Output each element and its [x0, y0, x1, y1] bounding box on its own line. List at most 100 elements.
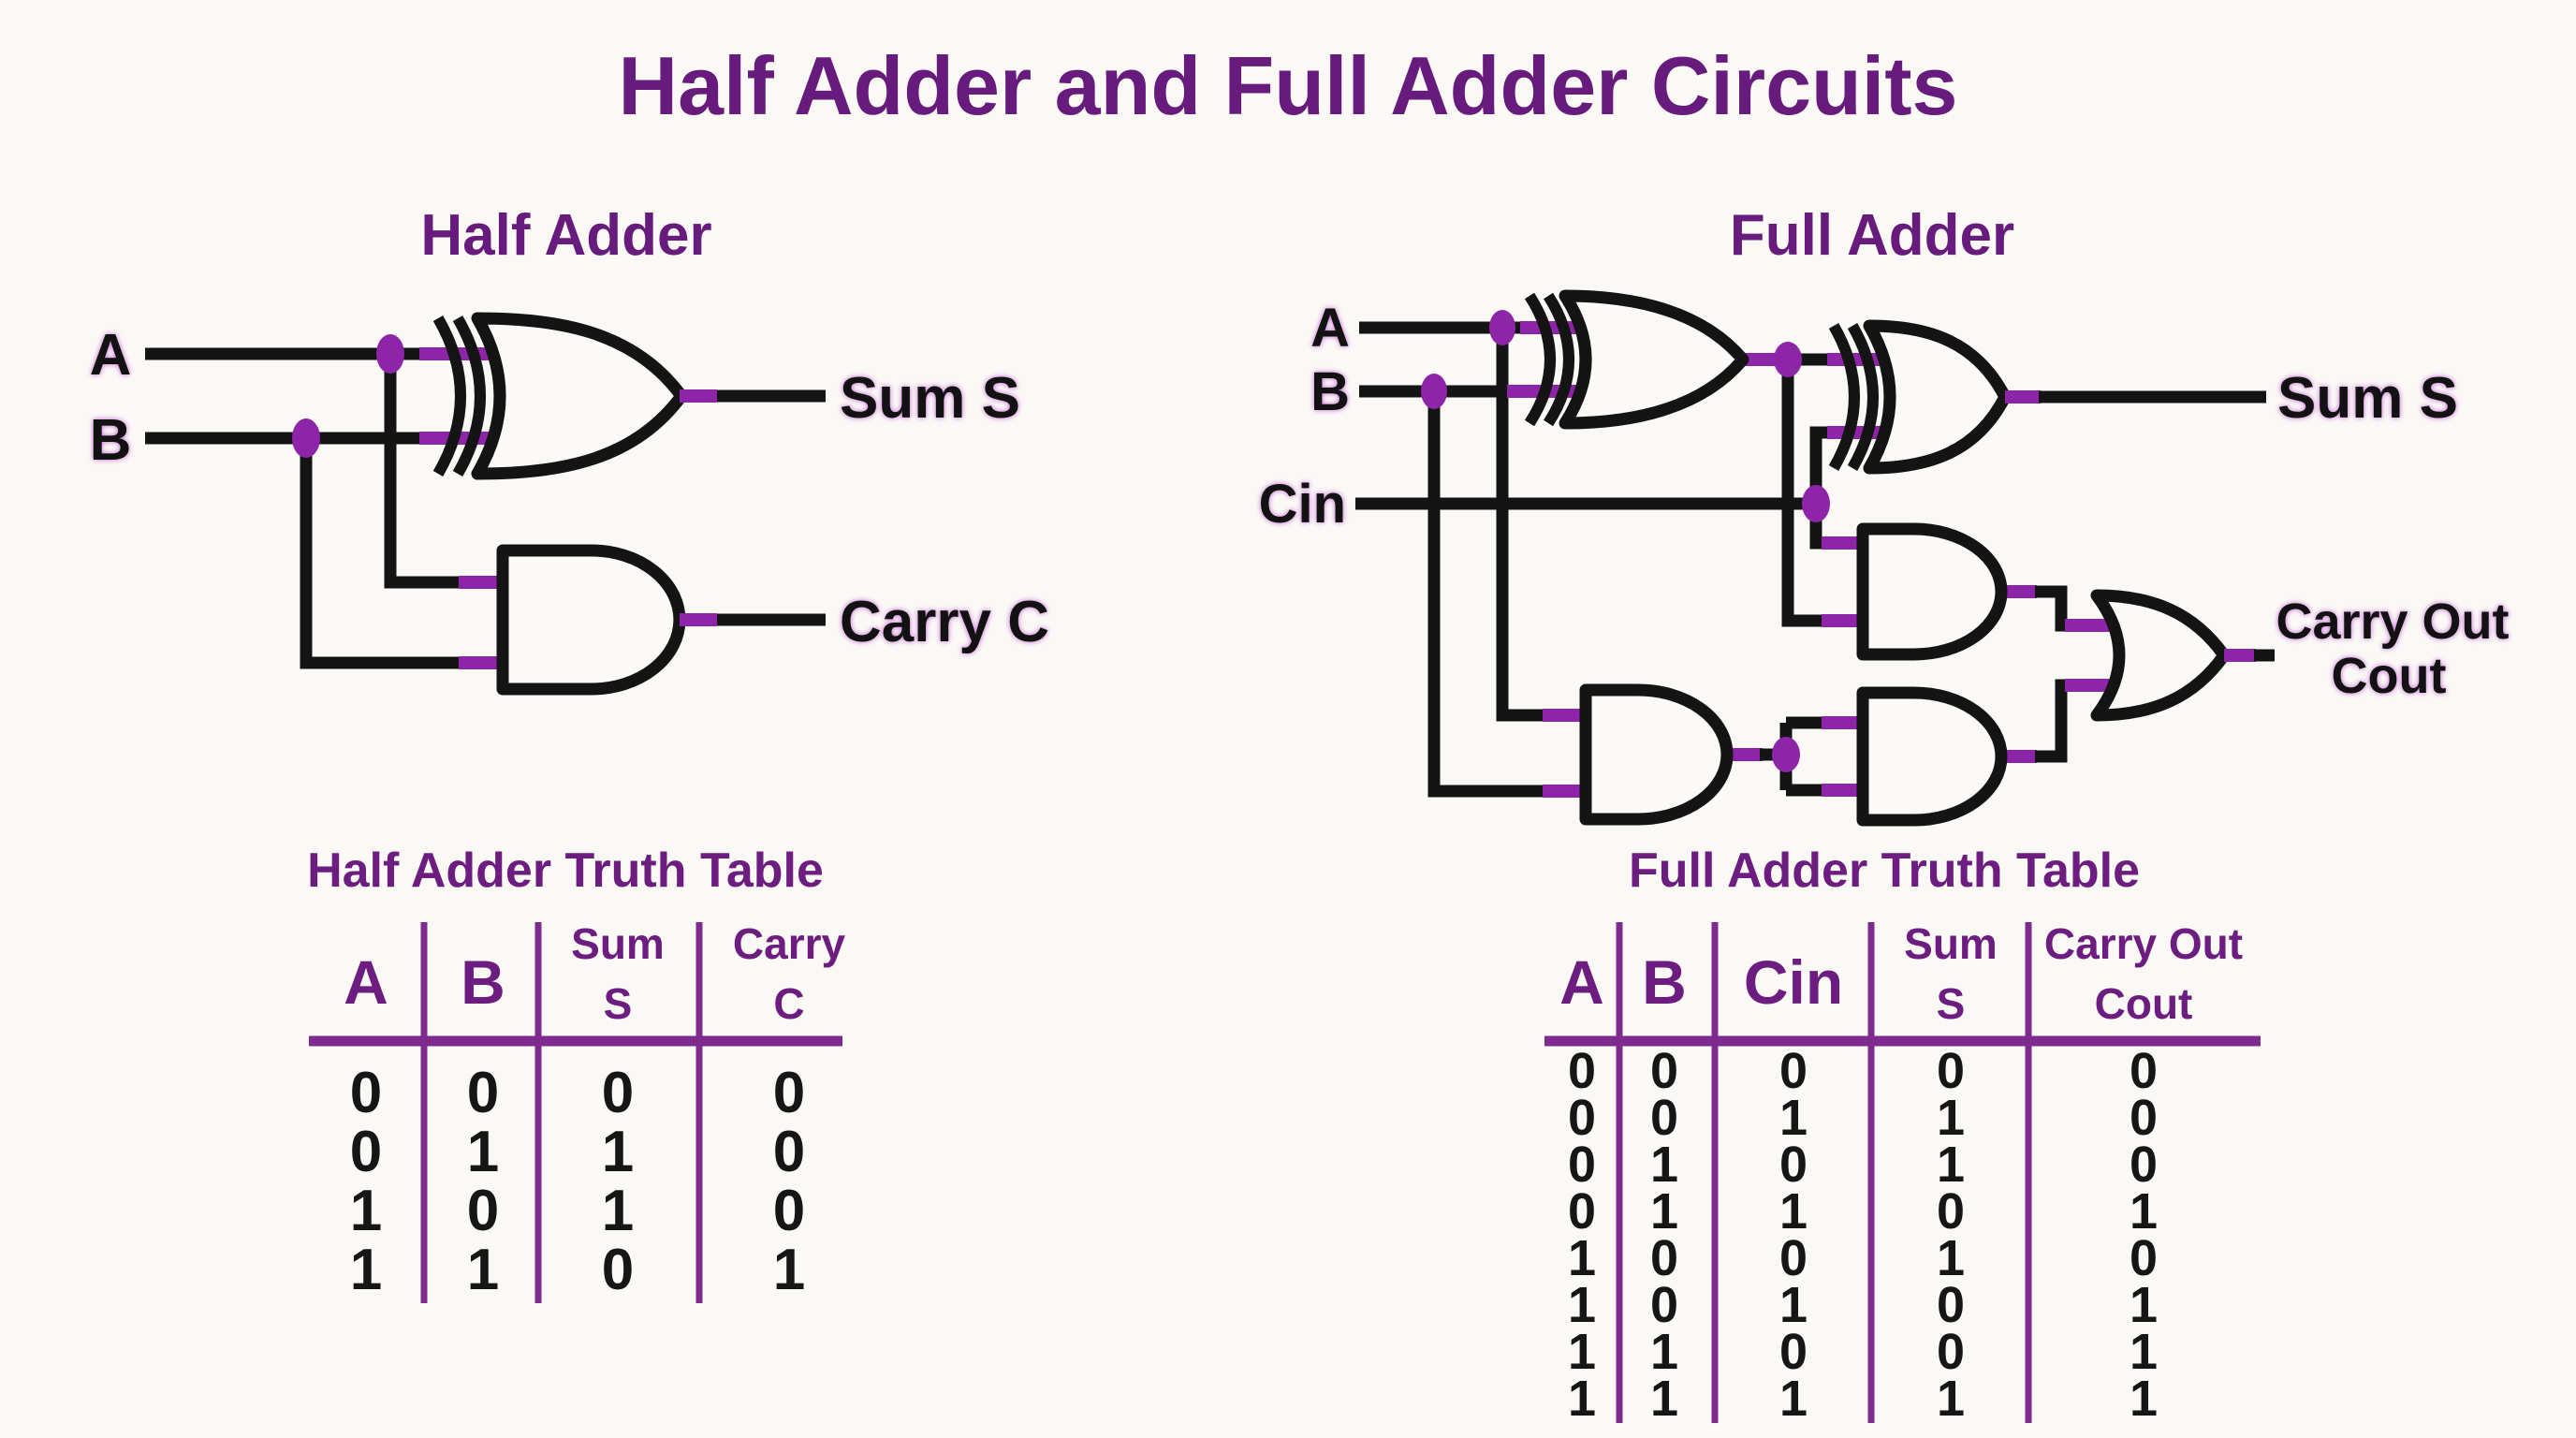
column-header-carry-c: C	[773, 979, 804, 1028]
table-row: 0 0 0 0 0	[1568, 1043, 2158, 1099]
table-cell: 0	[1937, 1277, 1965, 1333]
sum-label: Sum S	[2277, 366, 2458, 431]
table-row: 0 0 1 1 0	[1568, 1090, 2158, 1146]
table-cell: 1	[1650, 1324, 1678, 1380]
table-cell: 0	[1779, 1324, 1808, 1380]
junction-dot-b	[1421, 374, 1447, 409]
input-label-cin: Cin	[1259, 474, 1346, 535]
table-cell: 0	[1779, 1137, 1808, 1193]
table-cell: 1	[773, 1238, 805, 1302]
table-cell: 1	[1650, 1137, 1678, 1193]
and-output-stub	[680, 613, 717, 626]
and1-output-stub	[2001, 585, 2037, 598]
junction-dot-xor1-out	[1774, 342, 1802, 377]
full-adder-truth-table: Full Adder Truth Table A B Cin Sum S Car…	[1544, 844, 2261, 1427]
table-cell: 0	[1779, 1230, 1808, 1286]
table-cell: 0	[1650, 1043, 1678, 1099]
table-cell: 1	[602, 1179, 634, 1243]
table-cell: 1	[467, 1238, 499, 1302]
table-row: 1 1 1 1 1	[1568, 1371, 2158, 1427]
table-cell: 0	[2130, 1230, 2158, 1286]
table-cell: 0	[1568, 1183, 1596, 1240]
column-header-cout: Cout	[2095, 979, 2193, 1028]
and2-gate	[1579, 683, 1734, 826]
xor1-back-arc	[1524, 292, 1556, 427]
cout-label: Cout	[2332, 648, 2447, 704]
full-adder-circuit: Full Adder	[1259, 203, 2510, 827]
half-adder-truth-table: Half Adder Truth Table A B Sum S Carry C…	[307, 844, 846, 1303]
and1-input-stub-up	[1822, 536, 1863, 550]
table-cell: 1	[1568, 1371, 1596, 1427]
table-cell: 1	[1937, 1090, 1965, 1146]
table-cell: 0	[1650, 1230, 1678, 1286]
table-cell: 1	[1568, 1277, 1596, 1333]
table-cell: 1	[602, 1120, 634, 1184]
table-row: 1 1 0 0 1	[1568, 1324, 2158, 1380]
table-cell: 1	[1779, 1371, 1808, 1427]
xor1-gate	[1559, 289, 1749, 430]
column-header-a: A	[344, 947, 388, 1017]
table-cell: 0	[2130, 1043, 2158, 1099]
half-adder-circuit: Half Adder A B Sum S Carry C	[90, 203, 1049, 696]
xor-gate-back-arc	[432, 315, 466, 477]
junction-dot-a	[1489, 310, 1515, 345]
input-label-a: A	[1310, 298, 1350, 359]
table-cell: 0	[1568, 1043, 1596, 1099]
input-label-b: B	[90, 408, 132, 473]
table-cell: 1	[1779, 1277, 1808, 1333]
and3-input-stub-up	[1822, 716, 1863, 729]
and2-output-stub	[1727, 748, 1763, 761]
junction-dot-and2-out	[1772, 737, 1800, 772]
carry-label: Carry C	[840, 590, 1049, 654]
xor2-back-arc	[1828, 322, 1860, 472]
xor-input-stub-a	[419, 347, 505, 360]
table-cell: 0	[1937, 1183, 1965, 1240]
table-cell: 1	[1568, 1324, 1596, 1380]
xor-input-stub-b	[419, 432, 505, 445]
table-cell: 1	[1937, 1371, 1965, 1427]
table-cell: 0	[1937, 1324, 1965, 1380]
table-cell: 1	[1568, 1230, 1596, 1286]
table-cell: 0	[773, 1061, 805, 1125]
table-cell: 1	[350, 1179, 382, 1243]
table-row: 0 0 0 0	[350, 1061, 805, 1125]
column-header-b: B	[1642, 947, 1687, 1017]
and2-input-stub-dn	[1543, 785, 1586, 798]
column-header-b: B	[461, 947, 505, 1017]
table-row: 1 0 1 0 1	[1568, 1277, 2158, 1333]
wire-b-branch	[300, 438, 503, 669]
xor2-output-stub	[2005, 390, 2041, 404]
table-cell: 1	[350, 1238, 382, 1302]
column-header-sum: Sum	[571, 919, 665, 968]
table-cell: 0	[2130, 1090, 2158, 1146]
xor2-gate	[1863, 319, 2012, 475]
table-cell: 0	[2130, 1137, 2158, 1193]
and2-input-stub-up	[1543, 709, 1586, 722]
table-cell: 1	[1779, 1183, 1808, 1240]
column-header-sum: Sum	[1904, 919, 1998, 968]
table-row: 0 1 0 1 0	[1568, 1137, 2158, 1193]
page-title: Half Adder and Full Adder Circuits	[619, 39, 1958, 132]
table-cell: 0	[467, 1061, 499, 1125]
table-cell: 0	[773, 1120, 805, 1184]
table-cell: 0	[602, 1061, 634, 1125]
column-header-cin: Cin	[1744, 947, 1843, 1017]
column-header-a: A	[1559, 947, 1604, 1017]
carry-out-label: Carry Out	[2276, 594, 2509, 650]
table-cell: 1	[1779, 1090, 1808, 1146]
xor1-output-stub	[1743, 353, 1778, 366]
sum-label: Sum S	[840, 366, 1020, 431]
table-cell: 0	[350, 1120, 382, 1184]
and3-input-stub-dn	[1822, 784, 1863, 797]
or-gate	[2090, 589, 2231, 722]
input-label-b: B	[1310, 361, 1350, 422]
table-cell: 0	[1779, 1043, 1808, 1099]
table-row: 1 0 0 1 0	[1568, 1230, 2158, 1286]
table-cell: 1	[1937, 1137, 1965, 1193]
table-cell: 0	[350, 1061, 382, 1125]
table-cell: 1	[467, 1120, 499, 1184]
wire-b-branch	[1427, 391, 1586, 798]
table-cell: 0	[773, 1179, 805, 1243]
